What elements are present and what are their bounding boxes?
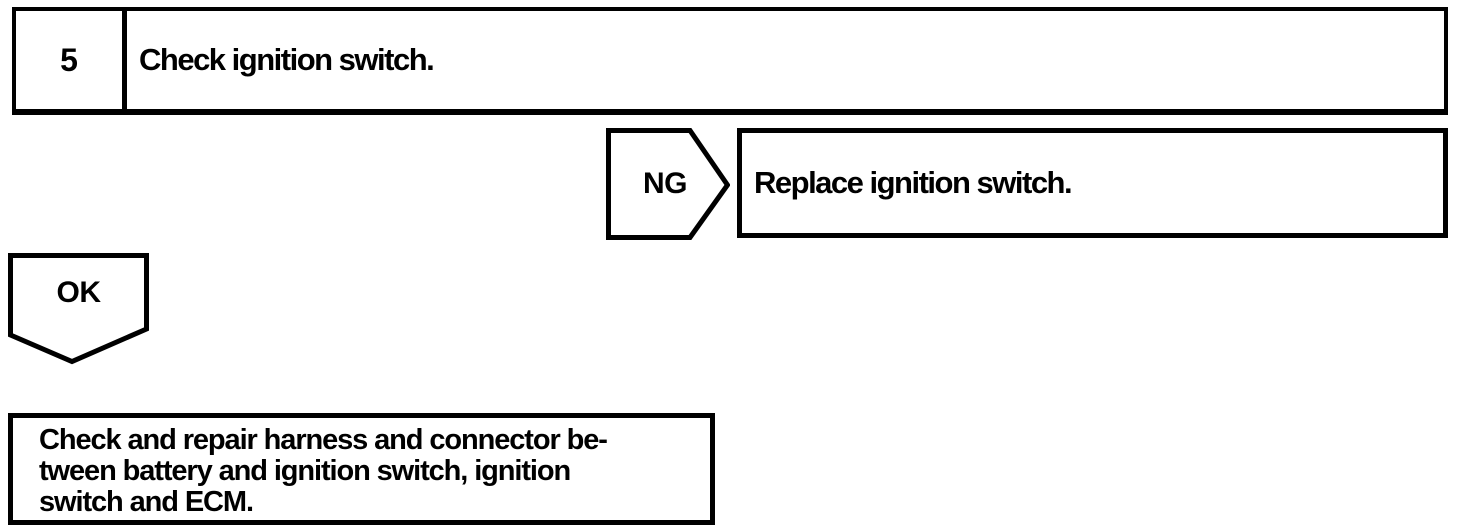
ok-arrow-down-icon: [8, 253, 149, 365]
result-line: Check and repair harness and connector b…: [39, 424, 608, 456]
step-box: 5 Check ignition switch.: [12, 7, 1448, 115]
result-box: Check and repair harness and connector b…: [8, 413, 715, 525]
ng-action-box: Replace ignition switch.: [737, 128, 1448, 238]
result-line: switch and ECM.: [39, 486, 254, 518]
ng-label: NG: [643, 167, 688, 200]
ng-arrow-right-icon: [606, 128, 730, 240]
step-instruction: Check ignition switch.: [139, 42, 435, 77]
result-line: tween battery and ignition switch, ignit…: [39, 455, 571, 487]
ng-action-text: Replace ignition switch.: [754, 165, 1073, 200]
step-number: 5: [16, 11, 127, 109]
ok-label: OK: [56, 276, 102, 309]
